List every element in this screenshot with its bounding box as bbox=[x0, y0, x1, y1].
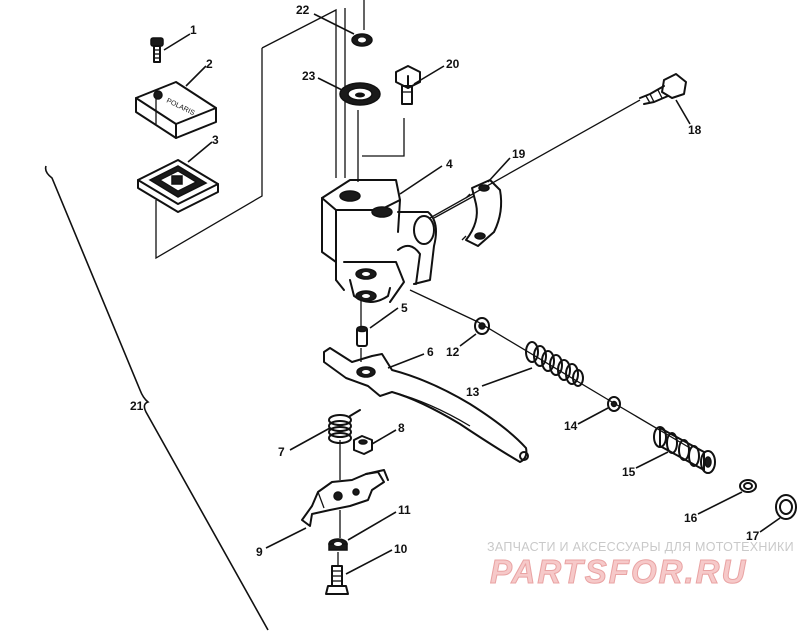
part-14-washer bbox=[607, 396, 621, 412]
watermark-logo: PARTSFOR.RU bbox=[489, 553, 748, 591]
callout-21: 21 bbox=[130, 399, 144, 413]
part-10-screw bbox=[325, 565, 349, 595]
callout-17: 17 bbox=[746, 529, 760, 543]
assembly-bracket-21 bbox=[44, 165, 269, 631]
part-23-washer bbox=[339, 82, 381, 106]
callout-15: 15 bbox=[622, 465, 636, 479]
callout-3: 3 bbox=[212, 133, 219, 147]
part-15-piston bbox=[653, 426, 716, 474]
callout-4: 4 bbox=[446, 157, 453, 171]
part-18-clamp-screw bbox=[639, 73, 687, 105]
part-8-nut bbox=[353, 435, 373, 455]
callout-23: 23 bbox=[302, 69, 316, 83]
callout-9: 9 bbox=[256, 545, 263, 559]
callout-7: 7 bbox=[278, 445, 285, 459]
part-16-seal bbox=[739, 479, 757, 493]
callout-6: 6 bbox=[427, 345, 434, 359]
part-1-cover-screw bbox=[150, 37, 164, 63]
part-3-diaphragm bbox=[137, 159, 219, 213]
callout-12: 12 bbox=[446, 345, 460, 359]
callout-8: 8 bbox=[398, 421, 405, 435]
part-12-washer bbox=[474, 317, 490, 335]
callout-22: 22 bbox=[296, 3, 310, 17]
callout-5: 5 bbox=[401, 301, 408, 315]
callout-18: 18 bbox=[688, 123, 702, 137]
part-19-handlebar-clamp bbox=[461, 179, 503, 247]
part-7-spring bbox=[328, 409, 361, 444]
part-11-spacer bbox=[328, 538, 348, 551]
callout-20: 20 bbox=[446, 57, 460, 71]
callout-14: 14 bbox=[564, 419, 578, 433]
part-22-washer bbox=[351, 33, 373, 47]
callout-1: 1 bbox=[190, 23, 197, 37]
phantom-lines bbox=[155, 0, 691, 566]
callout-16: 16 bbox=[684, 511, 698, 525]
callout-2: 2 bbox=[206, 57, 213, 71]
phantom-line-18 bbox=[429, 99, 641, 219]
callout-19: 19 bbox=[512, 147, 526, 161]
callout-numbers: 1 2 3 4 5 6 7 8 9 10 11 12 13 14 15 16 1… bbox=[130, 3, 760, 559]
cover-brand-label: POLARIS bbox=[165, 98, 196, 118]
part-5-pivot-bushing bbox=[356, 325, 368, 347]
callout-13: 13 bbox=[466, 385, 480, 399]
part-2-reservoir-cover: POLARIS bbox=[135, 81, 217, 139]
callout-leaders bbox=[163, 13, 781, 575]
part-6-brake-lever bbox=[323, 347, 529, 463]
callout-10: 10 bbox=[394, 542, 408, 556]
part-4-master-cylinder-body bbox=[321, 179, 437, 303]
part-9-switch-bracket bbox=[301, 469, 389, 527]
part-17-washer bbox=[775, 494, 797, 520]
callout-11: 11 bbox=[398, 503, 411, 517]
watermark-tagline: ЗАПЧАСТИ И АКСЕССУАРЫ ДЛЯ МОТОТЕХНИКИ bbox=[487, 540, 794, 554]
part-20-bolt bbox=[395, 65, 421, 105]
part-13-spring bbox=[525, 341, 584, 387]
